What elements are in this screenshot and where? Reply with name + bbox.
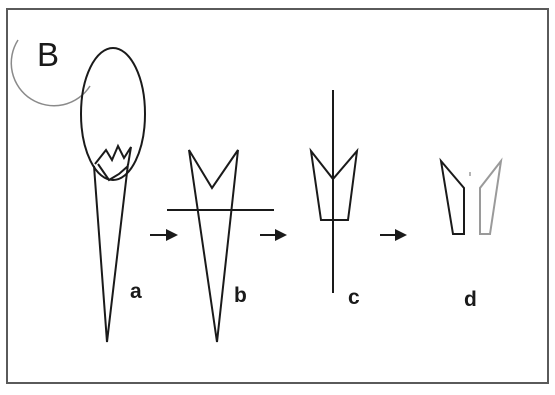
step-d-halves	[441, 161, 501, 234]
calyx-zigzag	[95, 146, 131, 165]
arrow-a-to-b	[150, 229, 178, 241]
step-c-cut	[311, 90, 357, 293]
step-label-c: c	[348, 286, 360, 309]
cone-with-notch	[189, 150, 238, 342]
step-b-cut	[167, 150, 274, 342]
panel-frame	[7, 9, 548, 383]
arrow-c-to-d	[380, 229, 407, 241]
arrow-b-to-c	[260, 229, 287, 241]
step-label-d: d	[464, 288, 477, 311]
step-label-b: b	[234, 284, 247, 307]
right-half	[480, 161, 501, 234]
stalk-cone	[94, 164, 128, 342]
left-half	[441, 161, 464, 234]
step-label-a: a	[130, 280, 142, 303]
panel-letter: B	[37, 36, 59, 73]
